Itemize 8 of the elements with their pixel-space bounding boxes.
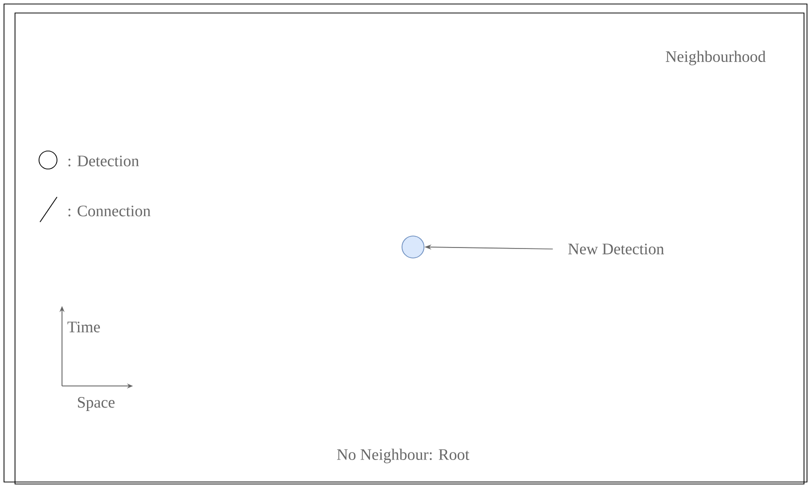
detection-circle (402, 236, 424, 258)
axis-label: Space (78, 397, 115, 411)
legend-text: : Connection (68, 206, 151, 216)
text-label: New Detection (568, 244, 664, 254)
axis-label: Time (68, 322, 100, 332)
caption-label: No Neighbour: Root (337, 448, 470, 464)
region-label: Neighbourhood (666, 50, 766, 66)
legend-text: : Detection (68, 156, 139, 166)
